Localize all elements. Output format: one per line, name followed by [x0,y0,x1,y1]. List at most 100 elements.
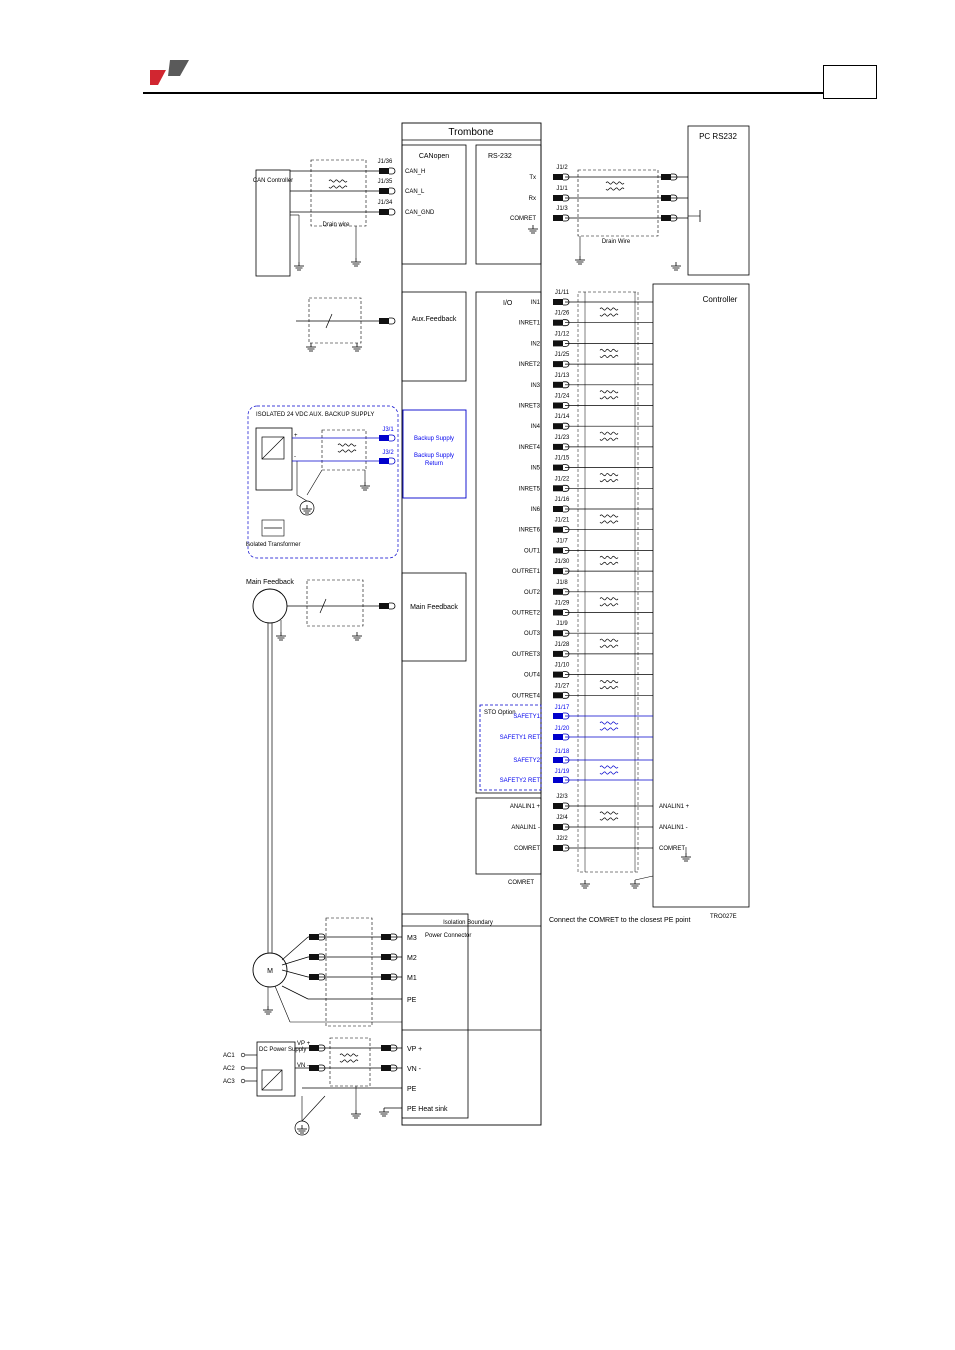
backup-pin-label: J3/1 [382,427,394,433]
aux-shield-box [308,297,362,344]
backup-title: ISOLATED 24 VDC AUX. BACKUP SUPPLY [256,412,374,418]
can-connector [378,187,396,195]
dc-rows: VP + VN - PE PE Heat sink [295,1044,448,1113]
io-signal-label: IN2 [531,341,541,347]
io-pin-label: J1/22 [555,476,570,482]
io-label: I/O [503,300,513,307]
io-signal-label: IN3 [531,383,541,389]
motor-pin-label: M1 [407,975,417,982]
io-pin-label: J1/25 [555,352,570,358]
rs232-shield-box [577,169,659,237]
can-shield-box [310,159,367,227]
io-signal-label: IN1 [531,300,541,306]
analog-pin-label: J2/4 [556,815,568,821]
main-feedback-block [401,572,467,662]
can-signal-label: CAN_L [405,189,425,195]
io-signal-label: INRET2 [519,362,541,368]
backup-minus-label: - [294,454,296,460]
io-pin-label: J1/24 [555,394,570,400]
sto-pin-label: J1/17 [555,705,570,711]
controller-label: Controller [703,295,738,304]
dc-pin-label: PE Heat sink [407,1106,448,1113]
io-pin-label: J1/7 [556,538,568,544]
motor-label: M [267,968,273,975]
io-signal-label: INRET1 [519,321,541,327]
can-signal-label: CAN_H [405,169,425,175]
backup-signal-label: Backup Supply [414,436,454,442]
sto-pin-label: J1/18 [555,749,570,755]
sto-signal-label: SAFETY2 RET [500,778,541,784]
motor-pin-label: M3 [407,935,417,942]
dc-vp-label: VP + [297,1041,311,1047]
backup-pin-label: J3/2 [382,450,394,456]
ac-input-label: AC2 [223,1066,235,1072]
backup-psu-box [255,427,293,491]
io-signal-label: INRET6 [519,528,541,534]
rs232-pin-label: J1/3 [556,206,568,212]
sto-signal-label: SAFETY2 [513,758,540,764]
analog-pin-label: J2/3 [556,794,568,800]
motor [252,952,288,988]
power-block [401,913,469,1119]
io-pin-label: J1/12 [555,331,570,337]
rs232-pin-label: J1/2 [556,165,568,171]
io-pin-label: J1/21 [555,518,570,524]
rs232-block [475,144,542,265]
io-twisted-pair [599,514,619,524]
can-pin-label: J1/34 [378,200,393,206]
io-pin-label: J1/27 [555,683,570,689]
rs232-drain-label: Drain Wire [602,239,631,245]
dc-pin-label: VN - [407,1066,422,1073]
io-block [475,291,542,794]
io-shield-box [577,291,639,873]
io-twisted-pair [599,680,619,690]
backup-connector [378,434,396,442]
controller-analog-label: ANALIN1 + [659,804,690,810]
main-feedback-label: Main Feedback [246,579,294,586]
io-twisted-pair [599,390,619,400]
io-pin-label: J1/26 [555,311,570,317]
sto-signal-label: SAFETY1 [513,714,540,720]
dc-vn-label: VN - [297,1063,309,1069]
sto-signal-label: SAFETY1 RET [500,735,541,741]
rs232-signal-label: Rx [529,196,536,202]
aux-feedback-block [401,291,467,382]
io-signal-label: OUTRET1 [512,569,541,575]
pc-rs232-box [687,125,750,276]
io-twisted-pair [599,473,619,483]
can-pin-label: J1/35 [378,179,393,185]
io-pin-label: J1/11 [555,290,570,296]
comret-note: Connect the COMRET to the closest PE poi… [549,917,691,924]
dc-pin-label: PE [407,1086,417,1093]
io-pin-label: J1/8 [556,580,568,586]
can-pin-label: J1/36 [378,159,393,165]
dc-supply-title: DC Power Supply [259,1047,306,1053]
sto-twisted-pair [599,765,619,775]
main-feedback-block-label: Main Feedback [410,604,458,611]
controller-analog-label: COMRET [659,846,685,852]
io-pin-label: J1/9 [556,621,568,627]
can-connector [378,208,396,216]
company-logo [150,60,189,85]
analog-block [475,797,542,875]
analog-twisted-pair [599,811,619,821]
backup-signal-label-2: Return [425,461,443,467]
can-controller-label: CAN Controller [253,178,293,184]
rs232-label: RS-232 [488,153,512,160]
io-signal-label: OUT3 [524,631,541,637]
io-pin-label: J1/30 [555,559,570,565]
io-signal-label: IN6 [531,507,541,513]
drive-title: Trombone [448,127,494,138]
io-pin-label: J1/28 [555,642,570,648]
header-rule [143,92,824,94]
figure-code: TRO027E [710,914,737,920]
io-signal-label: IN4 [531,424,541,430]
sto-twisted-pair [599,721,619,731]
rs232-signal-label: Tx [529,175,536,181]
